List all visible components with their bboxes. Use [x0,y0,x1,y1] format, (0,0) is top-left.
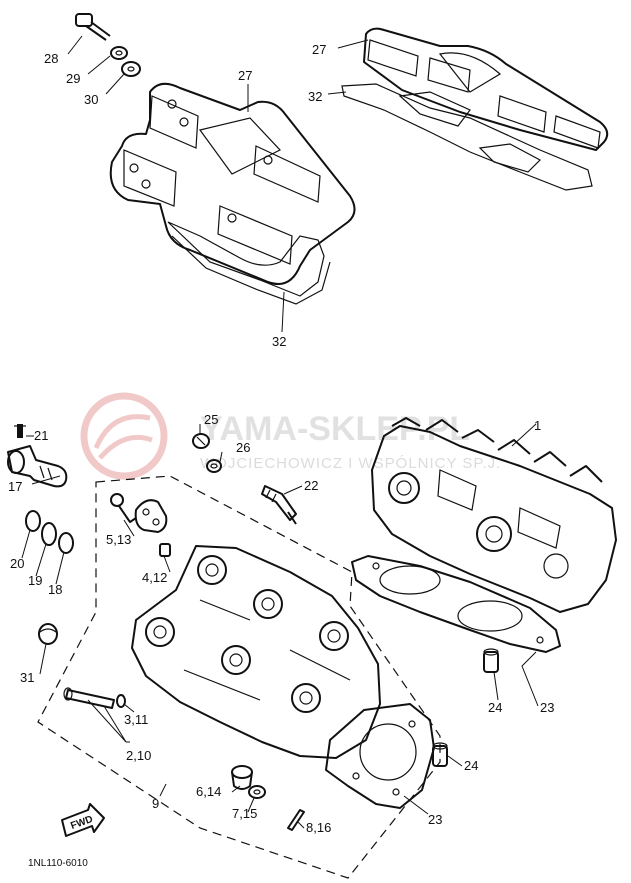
cylinder-head-assembly-drawing [371,417,617,613]
cylinder-head-left-drawing [131,545,381,759]
dowel-pin-24a-drawing [483,648,499,673]
bracket-5-13-drawing [134,499,168,533]
callout-24-upper: 24 [488,700,502,715]
watermark-logo [80,392,168,480]
screw-21-drawing [14,424,26,438]
callout-23-upper: 23 [540,700,554,715]
callout-29: 29 [66,71,80,86]
pin-8-16-drawing [287,809,305,831]
callout-23-lower: 23 [428,812,442,827]
part-26-drawing [206,459,222,473]
washer-7-15-drawing [248,785,266,799]
cap-31-drawing [38,623,58,645]
leader-lines [21,35,539,829]
callout-17: 17 [8,479,22,494]
callout-28: 28 [44,51,58,66]
callout-27-right: 27 [312,42,326,57]
head-gasket-lower-drawing [325,703,435,809]
o-ring-19-drawing [41,522,57,546]
washer-30-drawing [121,61,141,77]
diagram-code: 1NL110-6010 [28,858,88,869]
callout-32-left: 32 [272,334,286,349]
washer-29-drawing [110,46,128,60]
cover-gasket-left-drawing [167,221,325,297]
callout-3-11: 3,11 [124,712,148,727]
callout-20: 20 [10,556,24,571]
part-4-12-drawing [159,543,171,557]
head-gasket-upper-drawing [351,555,561,653]
o-ring-18-drawing [58,532,74,554]
callout-9: 9 [152,796,159,811]
part-25-drawing [192,433,210,449]
callout-26: 26 [236,440,250,455]
assembly-boundary-dashed [37,475,441,879]
callout-27-left: 27 [238,68,252,83]
valve-guide-2-10-drawing [63,687,115,709]
watermark-title: YAMA-SKLEP.PL [200,410,470,448]
callout-4-12: 4,12 [142,570,167,585]
callout-6-14: 6,14 [196,784,221,799]
fitting-17-drawing [7,445,68,488]
callout-5-13: 5,13 [106,532,131,547]
cylinder-head-cover-left-drawing [109,82,356,285]
callout-31: 31 [20,670,34,685]
part-6-14-drawing [231,765,253,790]
callout-18: 18 [48,582,62,597]
callout-22: 22 [304,478,318,493]
callout-24-lower: 24 [464,758,478,773]
callout-21: 21 [34,428,48,443]
bolt-5-13-drawing [110,493,137,523]
callout-2-10: 2,10 [126,748,151,763]
bolt-28-drawing [75,13,111,41]
callout-7-15: 7,15 [232,806,257,821]
spark-plug-22-drawing [261,485,297,525]
callout-19: 19 [28,573,42,588]
callout-8-16: 8,16 [306,820,331,835]
clip-3-11-drawing [116,694,126,708]
cover-gasket-right-drawing [341,83,593,191]
callout-25: 25 [204,412,218,427]
callout-32-right: 32 [308,89,322,104]
o-ring-20-drawing [25,510,41,532]
callout-1: 1 [534,418,541,433]
watermark-subtitle: WOJCIECHOWICZ I WSPÓLNICY SP.J. [200,455,501,472]
callout-30: 30 [84,92,98,107]
cylinder-head-cover-right-drawing [363,27,609,151]
fwd-arrow-icon [61,803,105,837]
